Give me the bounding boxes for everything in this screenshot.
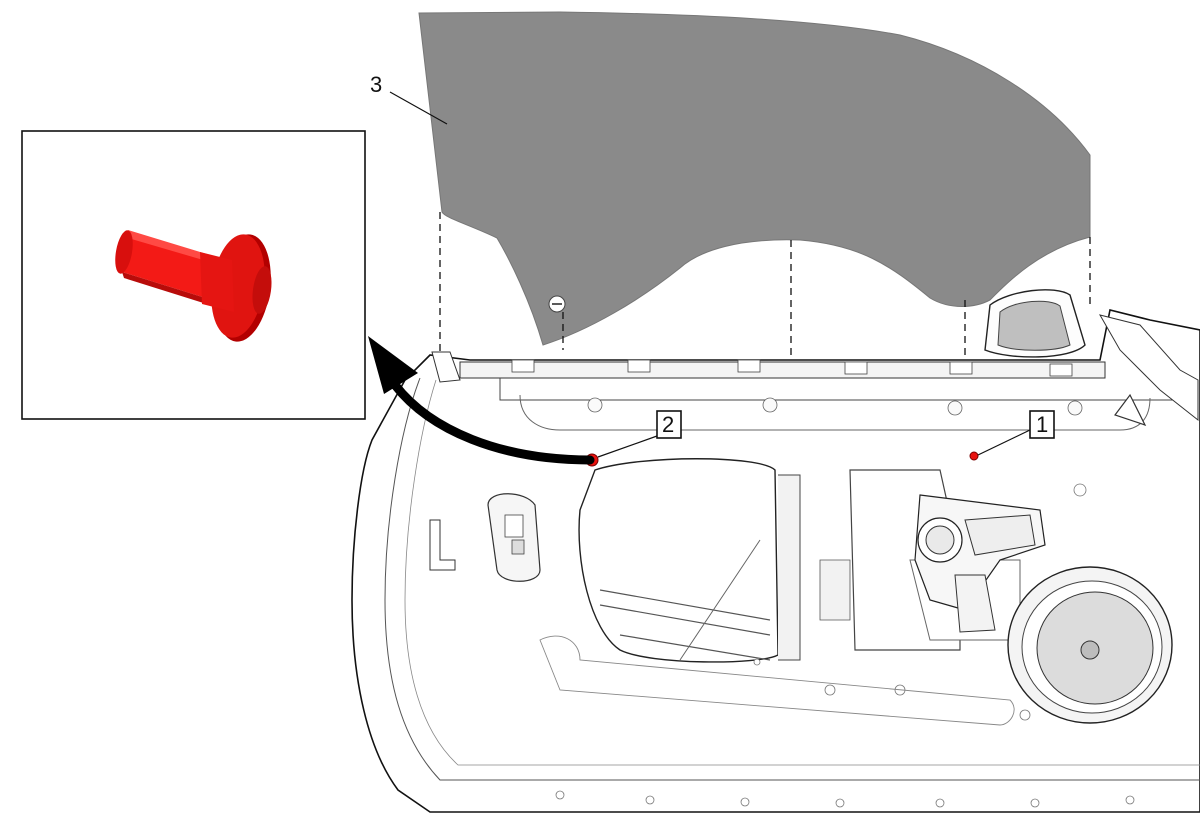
door-handle-recess xyxy=(487,493,541,582)
door-inner-panel xyxy=(351,309,1200,813)
detail-inset xyxy=(21,130,366,420)
mirror-mount xyxy=(984,289,1199,422)
callout-leaders xyxy=(389,91,1031,458)
access-opening-left xyxy=(578,458,779,663)
callout-2-label: 2 xyxy=(662,412,674,437)
alignment-lines xyxy=(439,212,1091,360)
arrow-icon xyxy=(368,336,595,465)
window-glass xyxy=(418,11,1091,346)
fastener-bolt-icon xyxy=(115,230,272,342)
speaker xyxy=(1007,566,1173,724)
callout-3-label: 3 xyxy=(370,72,382,97)
callout-1-label: 1 xyxy=(1036,412,1048,437)
callout-1: 1 xyxy=(1029,410,1055,439)
belt-rail xyxy=(459,361,1106,379)
window-regulator-motor xyxy=(914,494,1046,633)
callout-2: 2 xyxy=(656,410,682,439)
door-inner-flange xyxy=(384,377,1200,781)
fastener-1 xyxy=(969,451,979,461)
belt-rail-clips xyxy=(511,359,1073,377)
